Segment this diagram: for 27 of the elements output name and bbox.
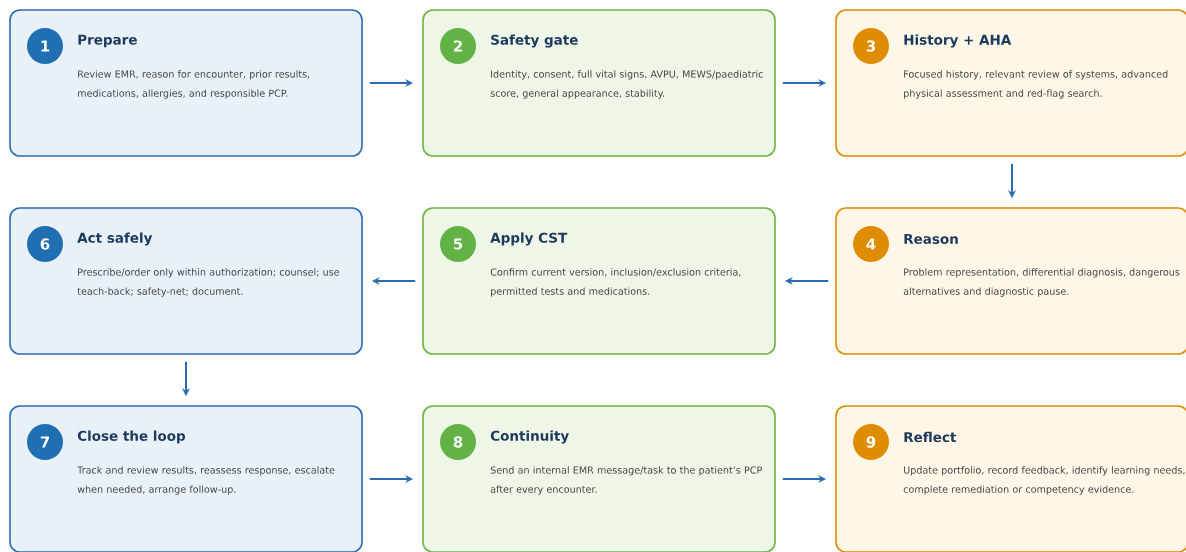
number-badge: 8 [440, 424, 476, 460]
number-badge: 3 [853, 28, 889, 64]
step-title: History + AHA [904, 34, 1012, 48]
number-badge: 5 [440, 226, 476, 262]
step-description: Problem representation, differential diagnosis, dangerous alternatives and diagnostic pause. [903, 268, 1180, 297]
step-description: Review EMR, reason for encounter, prior results, medications, allergies, and responsible PCP. [78, 70, 310, 99]
step-description: Focused history, relevant review of systems, advanced physical assessment and red-flag search. [904, 70, 1168, 99]
step-description: Track and review results, reassess response, escalate when needed, arrange follow-up. [77, 466, 335, 495]
step-title: Apply CST [490, 232, 568, 246]
step-description: Confirm current version, inclusion/exclusion criteria, permitted tests and medications. [490, 268, 741, 297]
step-title: Prepare [78, 34, 137, 48]
number-badge: 7 [27, 424, 63, 460]
step-title: Act safely [77, 232, 153, 246]
step-title: Safety gate [491, 34, 578, 48]
step-title: Close the loop [77, 430, 186, 444]
step-description: Update portfolio, record feedback, identify learning needs, complete remediation or competency evidence. [903, 466, 1185, 495]
number-badge: 1 [27, 28, 63, 64]
number-badge: 9 [853, 424, 889, 460]
step-title: Reason [904, 234, 958, 244]
step-title: Continuity [490, 430, 569, 444]
step-description: Prescribe/order only within authorization; counsel; use teach-back; safety-net; document. [77, 268, 340, 297]
number-badge: 6 [27, 226, 63, 262]
step-description: Identity, consent, full vital signs, AVPU, MEWS/paediatric score, general appearance, stability. [490, 70, 763, 99]
number-badge: 4 [853, 226, 889, 262]
step-description: Send an internal EMR message/task to the patient’s PCP after every encounter. [490, 466, 762, 495]
number-badge: 2 [440, 28, 476, 64]
step-title: Reflect [904, 431, 957, 443]
